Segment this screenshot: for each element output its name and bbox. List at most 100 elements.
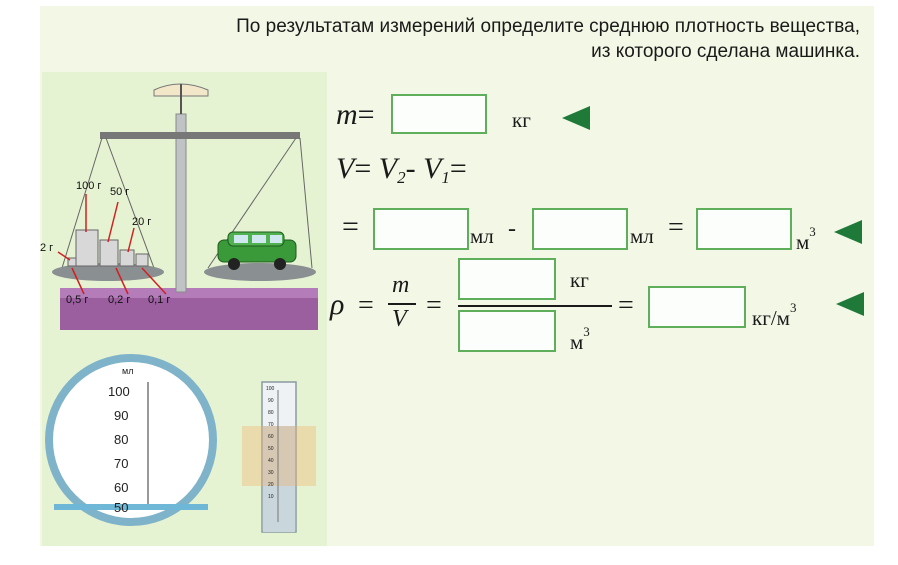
- numerator-unit: кг: [570, 268, 589, 292]
- denominator-unit-cube: 3: [583, 324, 590, 339]
- beaker-tick-80: 80: [114, 432, 129, 447]
- beaker-tick-50: 50: [114, 500, 129, 515]
- v1-input-box[interactable]: [532, 208, 628, 250]
- balance-scale-illustration: [45, 83, 318, 533]
- volume-unit: м3: [796, 224, 816, 255]
- task-title: По результатам измерений определите сред…: [40, 14, 860, 64]
- cyl-tick-100: 100: [266, 386, 275, 392]
- v2-input-box[interactable]: [373, 208, 469, 250]
- v1-symbol: V: [423, 152, 442, 185]
- v1-subscript: 1: [441, 168, 450, 187]
- rho-equals-2: =: [426, 290, 442, 321]
- volume-symbol: V: [336, 152, 355, 185]
- volume-minus: -: [405, 152, 416, 185]
- mass-equals: =: [357, 98, 375, 131]
- cyl-tick-40: 40: [268, 458, 274, 464]
- car-wheel-back: [274, 258, 286, 270]
- v2-symbol: V: [378, 152, 398, 185]
- density-input-box[interactable]: [648, 286, 746, 328]
- beaker-unit: мл: [122, 366, 134, 376]
- rho-frac-line: [388, 303, 416, 305]
- pointer-50g: [107, 201, 119, 243]
- mass-symbol: m: [336, 98, 358, 131]
- density-unit-text: кг/м: [752, 306, 790, 330]
- volume-equals: =: [354, 152, 372, 185]
- car-wheel-front: [228, 258, 240, 270]
- pointer-02g: [115, 267, 129, 295]
- volume-unit-m: м: [796, 230, 810, 254]
- label-50g: 50 г: [110, 186, 130, 198]
- mass-formula: m=: [336, 98, 375, 132]
- task-title-line1: По результатам измерений определите сред…: [236, 16, 860, 37]
- label-05g: 0,5 г: [66, 294, 89, 306]
- cyl-tick-90: 90: [268, 398, 274, 404]
- v2-unit: мл: [470, 224, 494, 248]
- rho-frac-V: V: [392, 306, 407, 332]
- weight-100g: [75, 229, 99, 267]
- big-frac-line: [458, 305, 612, 307]
- rho-equals: =: [358, 290, 374, 321]
- volume-input-box[interactable]: [696, 208, 792, 250]
- scale-pillar: [175, 113, 187, 293]
- right-pan: [204, 263, 316, 281]
- beaker-tick-90: 90: [114, 408, 129, 423]
- string-left-b: [105, 137, 155, 269]
- cyl-tick-50: 50: [268, 446, 274, 452]
- volume-check-arrow[interactable]: [834, 220, 862, 244]
- cylinder-highlight: [242, 426, 316, 486]
- v2-subscript: 2: [397, 168, 406, 187]
- cyl-tick-20: 20: [268, 482, 274, 488]
- cyl-tick-10: 10: [268, 494, 274, 500]
- scale-base-top: [60, 288, 318, 298]
- weight-2g: [67, 257, 77, 267]
- beaker-tick-70: 70: [114, 456, 129, 471]
- label-20g: 20 г: [132, 216, 152, 228]
- pointer-2g: [57, 251, 71, 261]
- density-unit: кг/м3: [752, 300, 796, 331]
- pointer-05g: [71, 267, 85, 295]
- beaker-lens: [45, 354, 217, 526]
- row3-equals-2: =: [668, 212, 684, 243]
- left-pan: [52, 263, 164, 281]
- volume-equals-2: =: [449, 152, 467, 185]
- volume-unit-cube: 3: [809, 224, 816, 239]
- cyl-tick-80: 80: [268, 410, 274, 416]
- beaker-tick-60: 60: [114, 480, 129, 495]
- pointer-01g: [141, 267, 167, 295]
- beaker-water-level: [54, 504, 208, 510]
- slide: По результатам измерений определите сред…: [40, 6, 874, 546]
- volume-formula: V= V2- V1=: [336, 152, 467, 188]
- label-01g: 0,1 г: [148, 294, 171, 306]
- denominator-unit: м3: [570, 324, 590, 355]
- density-check-arrow[interactable]: [836, 292, 864, 316]
- car-window-1: [234, 235, 248, 243]
- weight-20g-b: [135, 253, 149, 267]
- mass-check-arrow[interactable]: [562, 106, 590, 130]
- rho-frac-m: m: [392, 272, 410, 298]
- illustration-panel: 100 г 50 г 20 г 2 г 0,5 г 0,2 г 0,1 г мл…: [40, 72, 327, 546]
- beaker-tick-100: 100: [108, 384, 130, 399]
- string-left-a: [61, 137, 103, 269]
- scale-beam: [100, 132, 300, 139]
- mass-numerator-box[interactable]: [458, 258, 556, 300]
- mass-input-box[interactable]: [391, 94, 487, 134]
- cyl-tick-60: 60: [268, 434, 274, 440]
- row3-equals: =: [342, 210, 359, 243]
- weight-20g: [119, 249, 135, 267]
- string-right-b: [299, 137, 313, 269]
- cyl-tick-70: 70: [268, 422, 274, 428]
- density-unit-cube: 3: [789, 300, 797, 315]
- car-window-3: [270, 235, 282, 243]
- rho-symbol: ρ: [330, 288, 345, 321]
- label-100g: 100 г: [76, 180, 102, 192]
- task-title-line2: из которого сделана машинка.: [591, 41, 860, 62]
- label-02g: 0,2 г: [108, 294, 131, 306]
- volume-denominator-box[interactable]: [458, 310, 556, 352]
- cylinder-liquid: [263, 426, 295, 532]
- mass-unit: кг: [512, 108, 531, 132]
- label-2g: 2 г: [40, 242, 54, 254]
- denominator-unit-m: м: [570, 330, 584, 354]
- car-window-2: [252, 235, 266, 243]
- pointer-20g: [127, 227, 135, 253]
- row3-minus: -: [508, 216, 516, 242]
